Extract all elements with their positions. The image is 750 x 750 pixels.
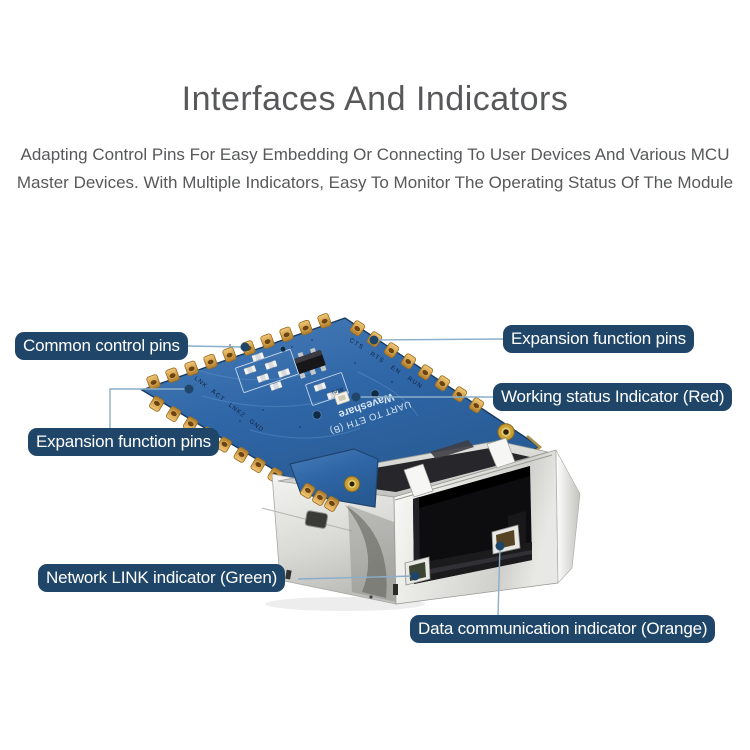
smd-resistor (256, 373, 270, 383)
smd-resistor (251, 352, 265, 362)
castellated-pin (149, 395, 165, 412)
castellated-pin (300, 482, 316, 499)
left-face-reflection (345, 505, 387, 598)
castellated-pin (298, 319, 313, 336)
castellated-pin-rows (146, 313, 485, 484)
jack-leg (393, 584, 398, 595)
smd-resistor (264, 360, 278, 370)
callout-label-expansion-function-pins-left: Expansion function pins (28, 428, 219, 456)
smd-transistor (294, 347, 327, 379)
shield-stamped-hole (304, 510, 329, 529)
pcb-speckles (213, 337, 393, 428)
smd-resistor (269, 381, 283, 391)
callout-line-network-link (297, 575, 416, 580)
top-plastic-streak (430, 440, 474, 459)
castellated-pin (166, 406, 182, 422)
callout-dot (410, 571, 420, 581)
castellated-pin (165, 367, 180, 383)
castellated-pin (349, 320, 366, 337)
smd-resistor (277, 368, 291, 378)
castellated-pin (233, 446, 249, 463)
castellated-pin (400, 353, 417, 370)
castellated-pin (417, 364, 434, 381)
page-subtitle: Adapting Control Pins For Easy Embedding… (0, 141, 750, 197)
jack-leg-dot (369, 595, 373, 599)
castellated-pin (383, 342, 400, 359)
tab-castellated-pins (300, 482, 340, 512)
jack-leg (285, 569, 292, 580)
shield-clip (486, 437, 516, 469)
callout-dots (184, 335, 505, 581)
rj45-port-opening (413, 466, 532, 584)
smd-resistor (326, 390, 340, 400)
castellated-pin (317, 313, 332, 329)
smd-resistor (313, 382, 327, 392)
callout-lines (109, 338, 504, 616)
via-hole (312, 410, 322, 420)
subtitle-line-2: Master Devices. With Multiple Indicators… (16, 173, 734, 192)
mounting-hole (497, 423, 515, 441)
pcb-corner-tab (289, 448, 379, 512)
callout-dot (240, 342, 250, 352)
castellated-pin (312, 489, 328, 506)
castellated-pin (468, 397, 485, 414)
castellated-pin (216, 436, 232, 453)
rj45-right-face (555, 449, 581, 584)
callout-label-data-communication-indicator: Data communication indicator (Orange) (410, 615, 716, 643)
castellated-pin (146, 374, 161, 390)
castellated-pin (222, 347, 237, 363)
callout-line-expansion-left (109, 388, 186, 428)
castellated-pin (203, 353, 218, 370)
callout-label-expansion-function-pins-right: Expansion function pins (503, 325, 694, 353)
castellated-pin (260, 333, 275, 349)
via-hole (370, 389, 380, 399)
callout-dot (184, 384, 194, 394)
subtitle-line-1: Adapting Control Pins For Easy Embedding… (20, 145, 730, 164)
page-title: Interfaces And Indicators (181, 80, 569, 118)
callout-label-network-link-indicator: Network LINK indicator (Green) (38, 564, 286, 592)
callout-dot (369, 335, 379, 345)
callout-line-data-comm (497, 545, 501, 616)
led-label: RUN (331, 385, 344, 395)
smd-resistors (243, 352, 340, 400)
castellated-pin (250, 457, 266, 473)
via-hole (279, 345, 287, 353)
callout-dot (351, 392, 361, 402)
callout-line-common-control (187, 345, 246, 348)
callout-label-common-control-pins: Common control pins (15, 332, 188, 360)
callout-label-working-status-indicator: Working status Indicator (Red) (493, 383, 733, 411)
castellated-pin (434, 375, 451, 392)
castellated-pin (184, 360, 199, 377)
callout-dot (495, 541, 505, 551)
castellated-pin (324, 495, 340, 512)
smd-resistor (243, 365, 257, 375)
status-led (334, 391, 350, 405)
shield-clip (403, 463, 434, 498)
callout-line-expansion-right (375, 338, 504, 341)
castellated-pin (279, 326, 294, 343)
